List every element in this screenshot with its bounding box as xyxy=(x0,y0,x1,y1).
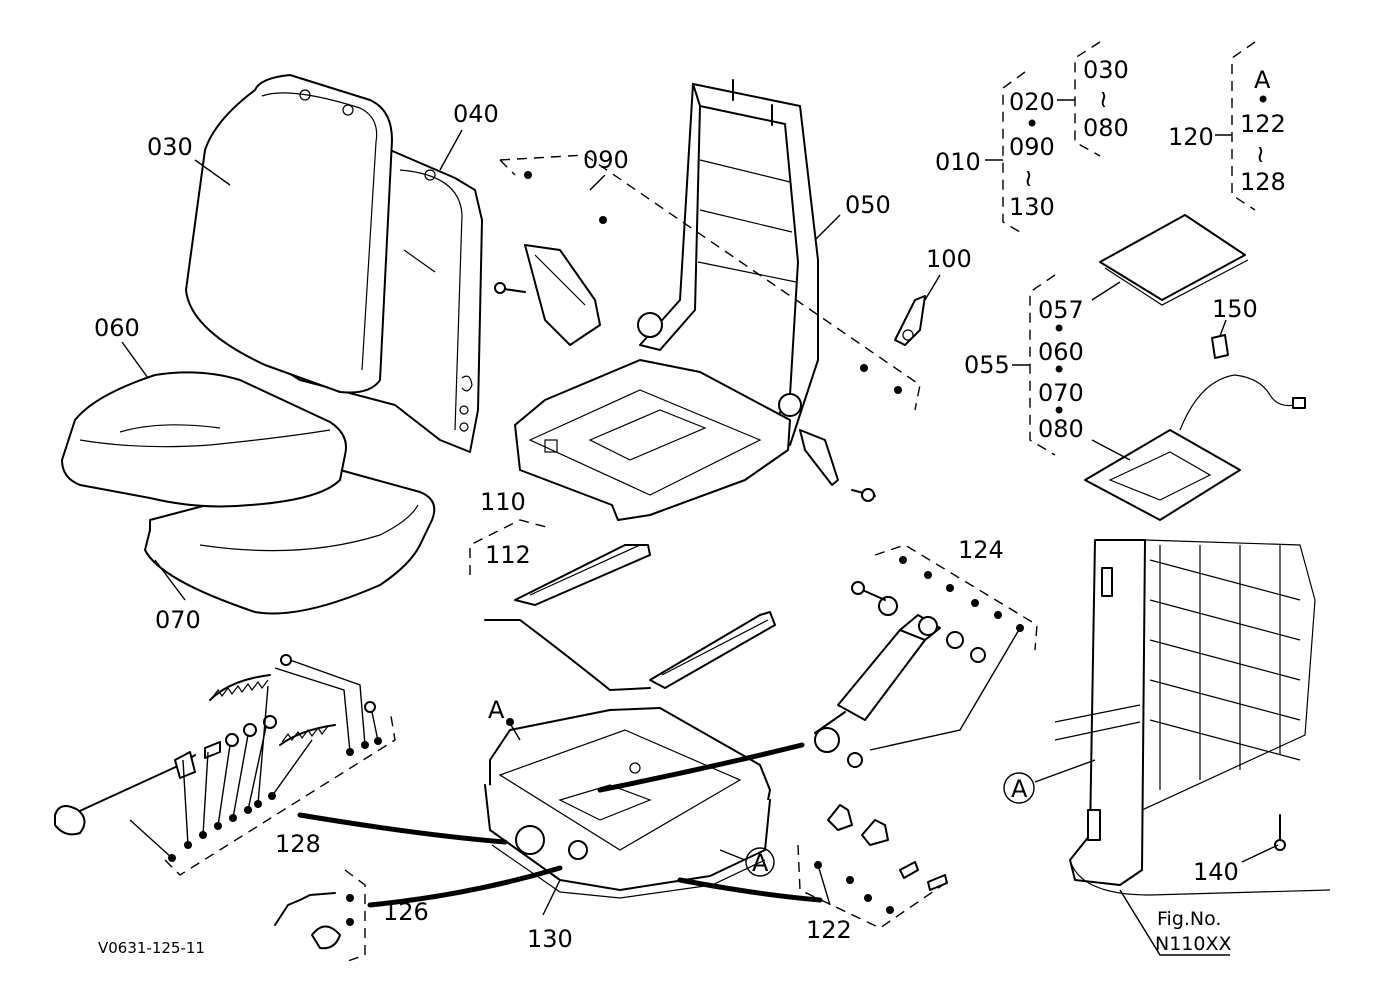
part-labels: 030 040 090 050 100 060 070 110 112 124 … xyxy=(94,100,1258,953)
legend-120-head: 120 xyxy=(1168,123,1214,151)
legend-010-range: ≀ xyxy=(1024,164,1033,192)
seat-back-cushion xyxy=(185,74,483,453)
legend-120-range: ≀ xyxy=(1256,140,1265,168)
legend-010-sub-head: 030 xyxy=(1083,56,1129,84)
seat-cushion xyxy=(61,371,436,615)
group-090-box xyxy=(499,154,921,411)
flow-arrows xyxy=(297,742,823,908)
legend-055-dot-2: • xyxy=(1052,356,1066,384)
label-128: 128 xyxy=(275,830,321,858)
fig-no-value: N110XX xyxy=(1155,933,1232,955)
label-126: 126 xyxy=(383,898,429,926)
label-070: 070 xyxy=(155,606,201,634)
tractor-body xyxy=(1054,539,1331,896)
legend-120-dot: • xyxy=(1256,86,1270,114)
label-030: 030 xyxy=(147,133,193,161)
label-040: 040 xyxy=(453,100,499,128)
legend-010-sub-end: 080 xyxy=(1083,114,1129,142)
ref-circle-2 xyxy=(1003,772,1035,804)
legend-055: 055 057 • 060 • 070 • 080 xyxy=(964,296,1084,443)
ref-a-dot xyxy=(506,718,514,726)
legend-010-head: 010 xyxy=(935,148,981,176)
label-a: A xyxy=(488,696,505,724)
label-050: 050 xyxy=(845,191,891,219)
ref-circle-1 xyxy=(745,847,775,877)
legend-120-item-1: A xyxy=(1254,66,1271,94)
label-130: 130 xyxy=(527,925,573,953)
label-140: 140 xyxy=(1193,858,1239,886)
legend-055-dot-1: • xyxy=(1052,315,1066,343)
legend-055-item-3: 070 xyxy=(1038,379,1084,407)
legend-010-item-3: 130 xyxy=(1009,193,1055,221)
legend-055-head: 055 xyxy=(964,351,1010,379)
legend-010-sub-range: ≀ xyxy=(1099,85,1108,113)
legend-055-item-2: 060 xyxy=(1038,338,1084,366)
legend-010-item-1: 020 xyxy=(1009,88,1055,116)
legend-120-item-3: 128 xyxy=(1240,168,1286,196)
lever-parts xyxy=(274,869,366,963)
group-090-dots xyxy=(524,171,902,394)
label-100: 100 xyxy=(926,245,972,273)
adjuster-knob xyxy=(894,295,926,346)
label-112: 112 xyxy=(485,541,531,569)
label-150: 150 xyxy=(1212,295,1258,323)
seat-frame xyxy=(514,79,819,521)
manual-and-sensor xyxy=(1084,214,1306,521)
label-122: 122 xyxy=(806,916,852,944)
slide-rails xyxy=(469,519,776,691)
label-090: 090 xyxy=(583,146,629,174)
legend-brackets xyxy=(985,41,1256,456)
legend-120-item-2: 122 xyxy=(1240,110,1286,138)
shock-absorber xyxy=(814,544,1038,768)
suspension-base xyxy=(484,707,771,899)
bracket-parts xyxy=(797,804,951,929)
legend-010-dot-1: • xyxy=(1025,110,1039,138)
legend-055-item-1: 057 xyxy=(1038,296,1084,324)
adjuster-assembly xyxy=(54,654,396,876)
legend-010-item-2: 090 xyxy=(1009,133,1055,161)
seat-belt xyxy=(494,244,876,502)
legend-055-item-4: 080 xyxy=(1038,415,1084,443)
label-124: 124 xyxy=(958,536,1004,564)
legend-010: 010 020 • 090 ≀ 130 030 ≀ 080 xyxy=(935,56,1129,221)
label-060: 060 xyxy=(94,314,140,342)
circle-a-1-text: A xyxy=(752,849,769,877)
fig-no-label: Fig.No. xyxy=(1157,908,1221,930)
label-110: 110 xyxy=(480,488,526,516)
legend-055-dot-3: • xyxy=(1052,397,1066,425)
drawing-code: V0631-125-11 xyxy=(98,939,205,957)
legend-120: 120 A • 122 ≀ 128 xyxy=(1168,66,1286,196)
circle-a-2-text: A xyxy=(1011,775,1028,803)
